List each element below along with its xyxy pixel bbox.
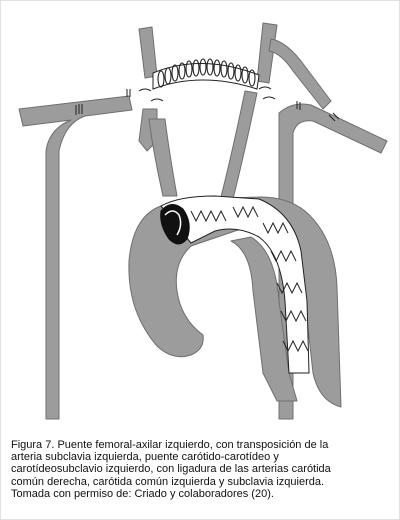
ligature-marks: [75, 86, 340, 122]
caption-line-5: Tomada con permiso de: Criado y colabora…: [11, 487, 274, 500]
carotid-subclavian-bypass: [220, 90, 258, 200]
aortic-arch: [128, 196, 342, 408]
aortic-bypass-illustration: [18, 22, 388, 420]
caption-line-3: carotídeosubclavio izquierdo, con ligadu…: [11, 463, 331, 476]
caption-line-4: común derecha, carótida común izquierda …: [11, 475, 325, 488]
right-axillary-artery: [18, 95, 133, 420]
brachiocephalic-trunk: [148, 118, 178, 197]
figure-caption: Figura 7. Puente femoral-axilar izquierd…: [11, 439, 393, 500]
arch-stent-graft: [160, 195, 310, 374]
left-subclavian-artery: [268, 38, 332, 110]
descending-aorta: [230, 236, 298, 402]
carotid-carotid-ringed-graft: [152, 58, 260, 90]
caption-line-1: Figura 7. Puente femoral-axilar izquierd…: [11, 439, 329, 451]
caption-line-2: arteria subclavia izquierda, puente caró…: [11, 451, 279, 464]
right-carotid-artery: [138, 26, 158, 79]
left-carotid-artery: [256, 22, 278, 84]
